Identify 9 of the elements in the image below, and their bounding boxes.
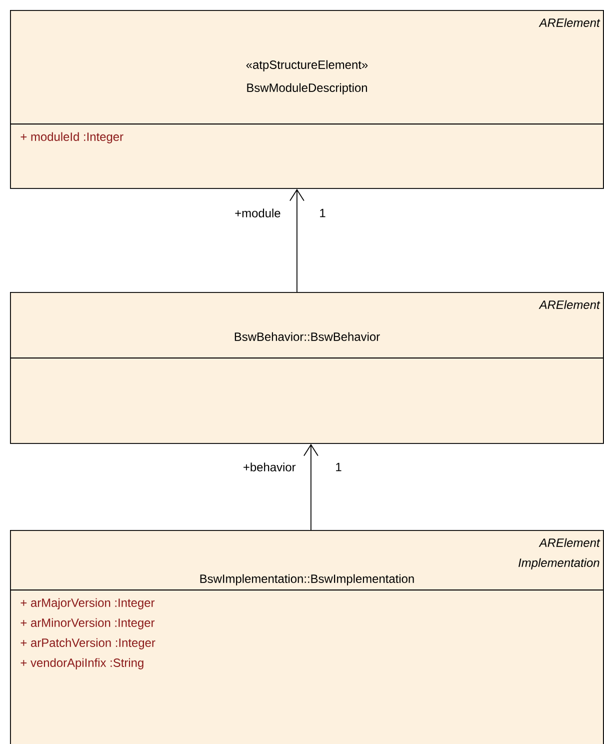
class-box: ARElement «atpStructureElement» BswModuleDescription + moduleId :Integer: [10, 10, 604, 189]
role-name: +module: [235, 208, 280, 218]
class-box: ARElement BswBehavior::BswBehavior: [10, 292, 604, 444]
role-name: +behavior: [244, 462, 296, 472]
association-arrow: [304, 444, 318, 530]
class-box: ARElement Implementation BswImplementation::BswImplementation + arMajorVersion :Integer + arMinorVersion :Integer + arPatchVersion :Integer + vendorApiInfix :String: [10, 530, 604, 744]
multiplicity: 1: [336, 462, 342, 472]
association-arrow: [290, 188, 304, 292]
multiplicity: 1: [320, 208, 326, 218]
